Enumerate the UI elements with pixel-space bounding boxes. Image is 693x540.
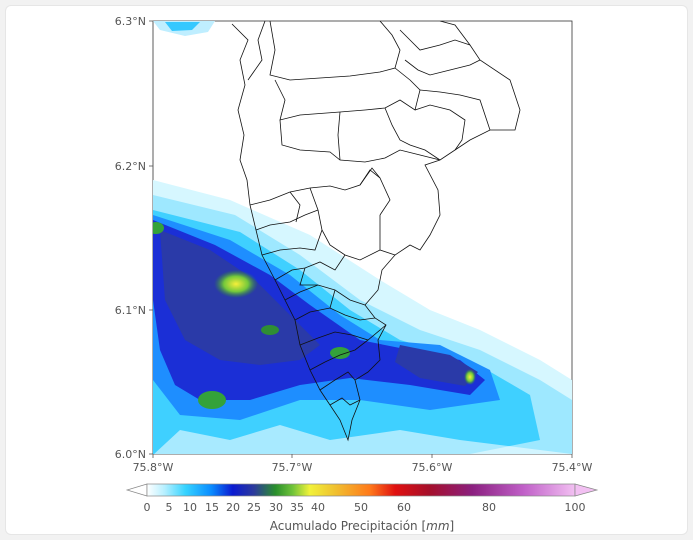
colorbar-bar: [146, 483, 576, 497]
colorbar-label: Acumulado Precipitación [mm]: [270, 519, 454, 533]
lon-tick-label: 75.7°W: [272, 461, 313, 474]
lon-tick-label: 75.8°W: [133, 461, 174, 474]
precipitation-field: [153, 21, 572, 454]
colorbar-tick-label: 30: [269, 501, 283, 514]
colorbar-tick-label: 100: [565, 501, 586, 514]
lat-tick-label: 6.2°N: [115, 160, 146, 173]
colorbar-label-text: Acumulado Precipitación [: [270, 519, 426, 533]
colorbar-tick-label: 15: [205, 501, 219, 514]
colorbar-label-unit: mm: [426, 519, 449, 533]
colorbar-tick-label: 10: [183, 501, 197, 514]
colorbar: [125, 483, 599, 497]
colorbar-tick-label: 80: [482, 501, 496, 514]
colorbar-tick-label: 25: [247, 501, 261, 514]
colorbar-min-arrow: [125, 483, 148, 497]
lat-tick-label: 6.3°N: [115, 15, 146, 28]
lon-tick-label: 75.6°W: [412, 461, 453, 474]
colorbar-tick-label: 0: [144, 501, 151, 514]
lat-tick-label: 6.1°N: [115, 304, 146, 317]
colorbar-tick-label: 5: [166, 501, 173, 514]
lon-tick-label: 75.4°W: [552, 461, 593, 474]
colorbar-ticks: 0 5 10 15 20 25 30 35 40 50 60 80 100: [144, 501, 586, 514]
colorbar-max-arrow: [574, 483, 599, 497]
axis-ticks: [149, 20, 573, 458]
lat-tick-label: 6.0°N: [115, 448, 146, 461]
colorbar-tick-label: 35: [290, 501, 304, 514]
colorbar-tick-label: 50: [354, 501, 368, 514]
colorbar-tick-label: 40: [311, 501, 325, 514]
colorbar-tick-label: 60: [397, 501, 411, 514]
colorbar-label-close: ]: [450, 519, 455, 533]
colorbar-tick-label: 20: [226, 501, 240, 514]
municipal-boundaries: [231, 21, 521, 442]
